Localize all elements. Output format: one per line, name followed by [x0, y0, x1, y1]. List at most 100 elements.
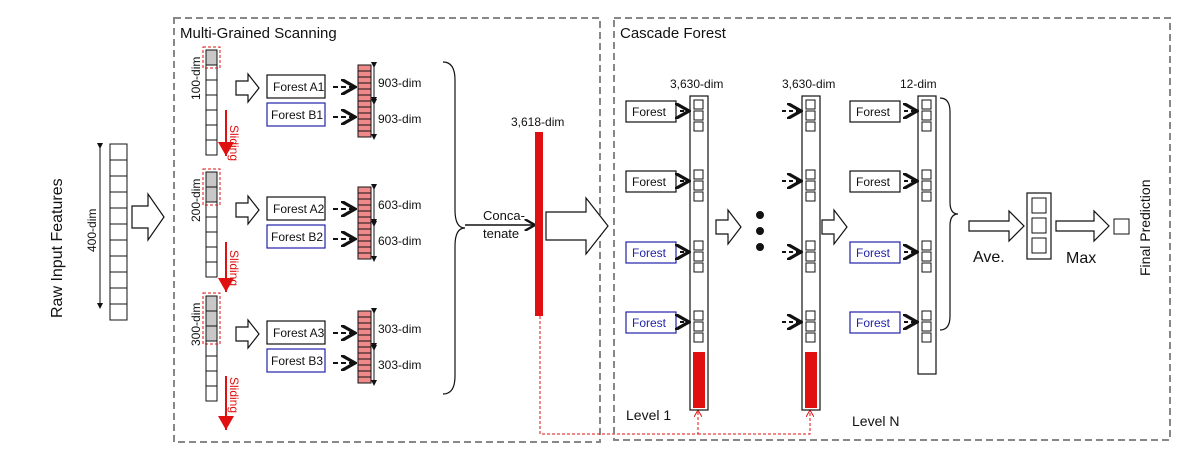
feature-cell: [205, 201, 218, 218]
output-b-dim: 603-dim: [378, 234, 421, 248]
class-vector-cell: [921, 310, 932, 321]
feature-cell: [205, 370, 218, 387]
output-b-dim: 303-dim: [378, 358, 421, 372]
hollow-arrow-icon: [1055, 209, 1110, 243]
input-cell: [109, 175, 128, 193]
transformed-cell: [357, 222, 372, 230]
level1-label: Level 1: [626, 407, 671, 423]
feature-cell: [205, 79, 218, 96]
forest-label: Forest: [632, 105, 667, 119]
class-vector-cell: [693, 121, 704, 132]
sliding-label: Sliding: [227, 125, 241, 161]
class-vector-cell: [693, 99, 704, 110]
ellipsis-dot: [756, 211, 764, 219]
cascade-title: Cascade Forest: [620, 25, 727, 42]
concat-label-1: Conca-: [483, 208, 525, 223]
concat-dim: 3,618-dim: [511, 115, 564, 129]
transformed-cell: [357, 210, 372, 218]
input-cell: [109, 191, 128, 209]
concat-brace: [442, 61, 466, 395]
transformed-cell: [357, 192, 372, 200]
transformed-cell: [357, 346, 372, 354]
class-cell: [1031, 237, 1047, 254]
feature-cell: [205, 109, 218, 126]
transformed-cell: [357, 94, 372, 102]
forest-label: Forest: [632, 316, 667, 330]
transformed-cell: [357, 100, 372, 108]
level-dim: 12-dim: [900, 77, 937, 91]
forest-label: Forest: [856, 246, 891, 260]
class-vector-cell: [805, 121, 816, 132]
input-cell: [109, 239, 128, 257]
transformed-cell: [357, 352, 372, 360]
transformed-cell: [357, 358, 372, 366]
transformed-cell: [357, 88, 372, 96]
output-a-dim: 303-dim: [378, 322, 421, 336]
class-vector-cell: [693, 180, 704, 191]
hollow-arrow-icon: [968, 209, 1025, 243]
class-vector-cell: [921, 262, 932, 273]
class-vector-cell: [805, 310, 816, 321]
input-cell: [109, 207, 128, 225]
transformed-cell: [357, 322, 372, 330]
mgs-title: Multi-Grained Scanning: [180, 25, 337, 42]
feature-cell: [205, 310, 218, 327]
scan-window-highlight: [202, 168, 221, 206]
output-brace: [939, 97, 959, 331]
class-vector-cell: [805, 110, 816, 121]
hollow-arrow-icon: [545, 196, 609, 256]
forest-b-label: Forest B3: [271, 354, 323, 368]
raw-input-vector: [109, 143, 128, 321]
raw-input-dim: 400-dim: [85, 209, 99, 252]
class-vector-cell: [805, 240, 816, 251]
scan-window-highlight: [202, 46, 221, 69]
concat-label-2: tenate: [483, 226, 519, 241]
window-dim: 200-dim: [189, 179, 203, 222]
forest-b-box: [266, 102, 326, 127]
transformed-cell: [357, 364, 372, 372]
level-dim: 3,630-dim: [782, 77, 835, 91]
feature-cell: [205, 231, 218, 248]
class-vector-cell: [921, 240, 932, 251]
concat-vector: [535, 132, 543, 316]
sliding-label: Sliding: [227, 377, 241, 413]
output-a-dim: 603-dim: [378, 198, 421, 212]
augmented-feature-block: [805, 352, 817, 408]
transformed-cell: [357, 186, 372, 194]
input-cell: [109, 223, 128, 241]
class-vector-cell: [693, 251, 704, 262]
raw-input-title: Raw Input Features: [49, 178, 66, 318]
transformed-cell: [357, 64, 372, 72]
forest-label: Forest: [632, 246, 667, 260]
forest-a-label: Forest A2: [273, 202, 325, 216]
input-cell: [109, 159, 128, 177]
feature-cell: [205, 139, 218, 156]
transformed-cell: [357, 334, 372, 342]
forest-box: [849, 241, 901, 264]
class-vector-cell: [805, 191, 816, 202]
hollow-arrow-icon: [131, 192, 165, 242]
window-dim: 100-dim: [189, 57, 203, 100]
forest-b-label: Forest B2: [271, 230, 323, 244]
level-n: 3,630-dim: [782, 77, 835, 411]
transformed-cell: [357, 310, 372, 318]
input-cell: [109, 271, 128, 289]
forest-label: Forest: [856, 316, 891, 330]
class-vector-cell: [805, 262, 816, 273]
raw-input: Raw Input Features 400-dim: [49, 143, 165, 321]
hollow-arrow-icon: [235, 318, 260, 350]
class-vector-cell: [805, 99, 816, 110]
forest-label: Forest: [856, 175, 891, 189]
hollow-arrow-icon: [235, 194, 260, 226]
forest-a-box: [266, 196, 326, 221]
forest-box: [849, 311, 901, 334]
cascade-panel: [613, 17, 1171, 441]
class-vector-cell: [693, 332, 704, 343]
feature-cell: [205, 246, 218, 263]
levelN-label: Level N: [852, 413, 899, 429]
